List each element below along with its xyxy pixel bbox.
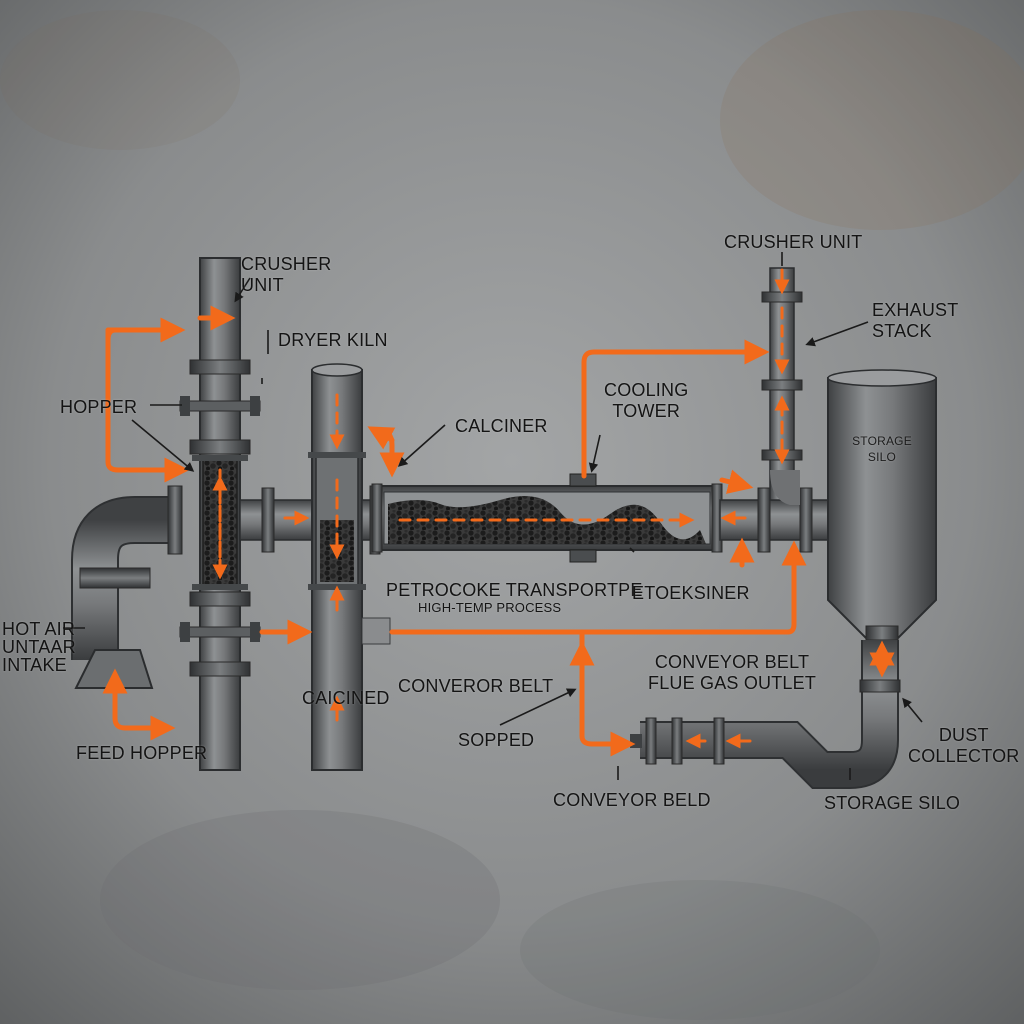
label-conveyor-beld: CONVEYOR BELD xyxy=(553,790,711,810)
leader-lines xyxy=(63,252,923,780)
connector-pipe-left xyxy=(239,487,321,553)
label-petrocoke-transport: PETROCOKE TRANSPORTPE xyxy=(386,580,643,600)
dryer-kiln-column xyxy=(308,363,391,771)
label-dryer-kiln: DRYER KILN xyxy=(278,330,388,350)
label-hot-air-intake: HOT AIR UNTAAR INTAKE xyxy=(2,619,76,675)
label-calciner: CALCINER xyxy=(455,416,548,436)
label-crusher-unit-left: CRUSHER UNIT xyxy=(241,254,332,295)
label-cooling-tower: COOLING TOWER xyxy=(604,380,689,421)
label-high-temp-process: HIGH-TEMP PROCESS xyxy=(418,600,562,615)
label-converor-belt: CONVEROR BELT xyxy=(398,676,554,696)
label-caicined: CAICINED xyxy=(302,688,390,708)
label-crusher-unit-right: CRUSHER UNIT xyxy=(724,232,863,252)
internal-flow-arrows xyxy=(212,268,790,749)
label-dust-collector: DUST COLLECTOR xyxy=(908,725,1020,766)
label-storage-silo-bottom: STORAGE SILO xyxy=(824,793,961,813)
label-exhaust-stack: EXHAUST STACK xyxy=(872,300,959,341)
label-etoeksiner: ETOEKSINER xyxy=(632,583,750,603)
dust-collector-duct xyxy=(630,640,901,789)
label-conveyor-belt: CONVEYOR BELT xyxy=(654,652,810,672)
label-feed-hopper: FEED HOPPER xyxy=(76,743,208,763)
flow-arrows xyxy=(102,305,895,757)
calciner-kiln xyxy=(371,473,723,563)
label-sopped: SOPPED xyxy=(458,730,535,750)
storage-silo-tank xyxy=(827,369,937,641)
label-hopper: HOPPER xyxy=(60,397,138,417)
label-flue-gas-outlet: FLUE GAS OUTLET xyxy=(648,673,817,693)
exhaust-stack xyxy=(761,267,803,505)
hot-air-intake-duct xyxy=(71,485,183,689)
label-conveyor-belt-flue-gas: CONVEYOR BELT FLUE GAS OUTLET xyxy=(648,652,816,694)
label-storage-silo-tank: STORAGE SILO xyxy=(852,434,912,464)
